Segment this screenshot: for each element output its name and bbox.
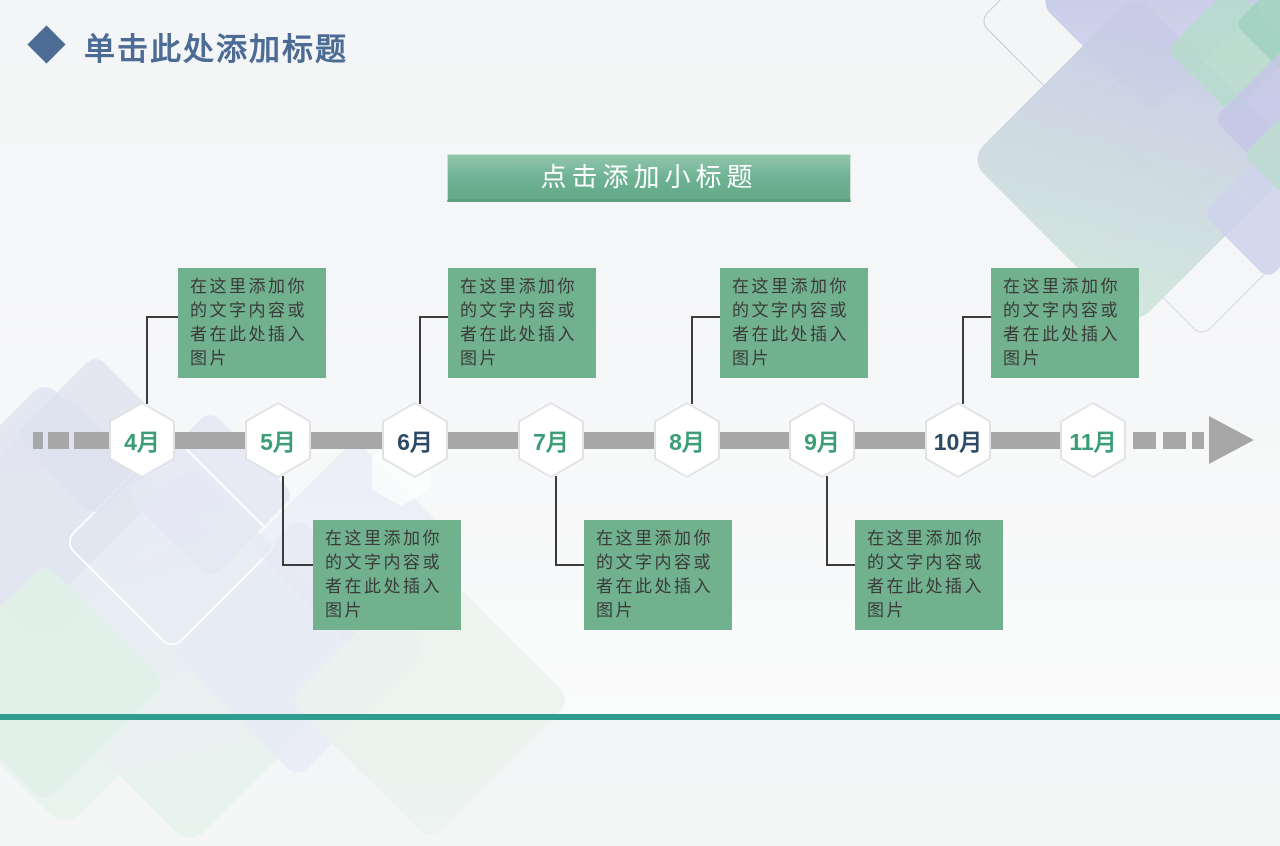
timeline-node-m9: 9月 bbox=[789, 402, 855, 478]
timeline-dash bbox=[1192, 432, 1204, 449]
month-label: 4月 bbox=[124, 429, 160, 455]
deco-square-outline bbox=[1076, 0, 1280, 206]
callout-box-m4[interactable]: 在这里添加你的文字内容或者在此处插入图片 bbox=[178, 268, 326, 378]
deco-square bbox=[1243, 105, 1280, 205]
connector-line bbox=[962, 316, 964, 404]
deco-square bbox=[0, 562, 166, 804]
hexagon-shape bbox=[1062, 404, 1124, 476]
page-title[interactable]: 单击此处添加标题 bbox=[84, 32, 348, 67]
timeline-dash bbox=[1133, 432, 1156, 449]
callout-box-m6[interactable]: 在这里添加你的文字内容或者在此处插入图片 bbox=[448, 268, 596, 378]
deco-square bbox=[1202, 148, 1280, 280]
month-label: 11月 bbox=[1069, 429, 1117, 455]
timeline-bar bbox=[95, 432, 1125, 449]
title-diamond-icon bbox=[27, 25, 66, 64]
connector-line bbox=[691, 316, 720, 318]
month-label: 7月 bbox=[533, 429, 569, 455]
bottom-accent-bar bbox=[0, 714, 1280, 720]
connector-line bbox=[146, 316, 148, 404]
timeline-node-m8: 8月 bbox=[654, 402, 720, 478]
timeline-dash bbox=[48, 432, 69, 449]
timeline-dash bbox=[1163, 432, 1186, 449]
month-label: 9月 bbox=[804, 429, 840, 455]
month-label: 10月 bbox=[933, 429, 983, 455]
connector-line bbox=[826, 476, 828, 566]
deco-square-outline bbox=[978, 0, 1180, 122]
timeline-dash bbox=[33, 432, 43, 449]
connector-line bbox=[555, 564, 584, 566]
callout-box-m5[interactable]: 在这里添加你的文字内容或者在此处插入图片 bbox=[313, 520, 461, 630]
month-label: 5月 bbox=[260, 429, 296, 455]
month-label: 8月 bbox=[669, 429, 705, 455]
timeline-dash bbox=[74, 432, 95, 449]
callout-box-m7[interactable]: 在这里添加你的文字内容或者在此处插入图片 bbox=[584, 520, 732, 630]
connector-line bbox=[962, 316, 991, 318]
timeline-node-m4: 4月 bbox=[109, 402, 175, 478]
connector-line bbox=[146, 316, 178, 318]
connector-line bbox=[419, 316, 421, 404]
connector-line bbox=[419, 316, 448, 318]
deco-square bbox=[1166, 0, 1280, 116]
callout-box-m9[interactable]: 在这里添加你的文字内容或者在此处插入图片 bbox=[855, 520, 1003, 630]
timeline-node-m11: 11月 bbox=[1060, 402, 1126, 478]
deco-square bbox=[1213, 41, 1280, 197]
connector-line bbox=[826, 564, 855, 566]
callout-box-m8[interactable]: 在这里添加你的文字内容或者在此处插入图片 bbox=[720, 268, 868, 378]
timeline-node-m5: 5月 bbox=[245, 402, 311, 478]
deco-square bbox=[1038, 0, 1266, 116]
timeline-node-m10: 10月 bbox=[925, 402, 991, 478]
deco-square bbox=[1234, 0, 1280, 84]
connector-line bbox=[691, 316, 693, 404]
timeline-node-m7: 7月 bbox=[518, 402, 584, 478]
deco-square-outline bbox=[63, 433, 281, 651]
connector-line bbox=[555, 476, 557, 566]
connector-line bbox=[282, 476, 284, 566]
connector-line bbox=[282, 564, 313, 566]
callout-box-m10[interactable]: 在这里添加你的文字内容或者在此处插入图片 bbox=[991, 268, 1139, 378]
timeline-arrow-icon bbox=[1209, 416, 1254, 464]
subtitle-bar[interactable]: 点击添加小标题 bbox=[447, 154, 851, 202]
